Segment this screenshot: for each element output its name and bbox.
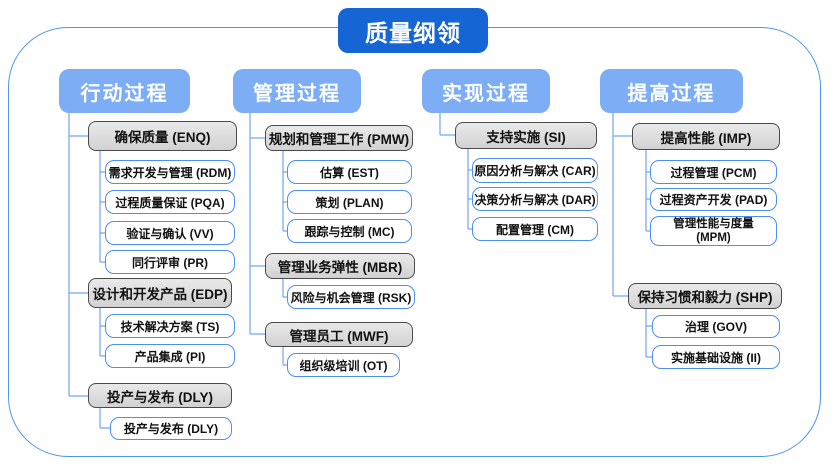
leaf-box-pr: 同行评审 (PR) (105, 250, 235, 274)
group-box-mbr: 管理业务弹性 (MBR) (265, 253, 415, 279)
group-box-si: 支持实施 (SI) (455, 122, 597, 149)
group-box-imp: 提高性能 (IMP) (632, 123, 780, 150)
column-header-improvement-process: 提高过程 (600, 69, 743, 113)
leaf-box-gov: 治理 (GOV) (652, 315, 780, 338)
leaf-box-pqa: 过程质量保证 (PQA) (105, 190, 235, 214)
leaf-box-pcm: 过程管理 (PCM) (650, 160, 777, 184)
leaf-box-car: 原因分析与解决 (CAR) (472, 158, 598, 183)
group-box-mwf: 管理员工 (MWF) (265, 322, 413, 347)
group-box-shp: 保持习惯和毅力 (SHP) (628, 283, 782, 309)
group-box-pmw: 规划和管理工作 (PMW) (265, 125, 413, 151)
leaf-box-pi: 产品集成 (PI) (105, 344, 235, 368)
leaf-box-mc: 跟踪与控制 (MC) (287, 219, 412, 243)
leaf-box-ot: 组织级培训 (OT) (287, 353, 400, 377)
leaf-box-dly: 投产与发布 (DLY) (110, 417, 232, 440)
group-box-edp: 设计和开发产品 (EDP) (88, 278, 232, 308)
leaf-box-rdm: 需求开发与管理 (RDM) (105, 160, 235, 184)
leaf-box-rsk: 风险与机会管理 (RSK) (287, 285, 415, 309)
leaf-box-pad: 过程资产开发 (PAD) (650, 188, 777, 211)
group-box-enq: 确保质量 (ENQ) (88, 121, 237, 151)
group-box-dly: 投产与发布 (DLY) (88, 383, 232, 408)
column-header-action-process: 行动过程 (59, 69, 190, 113)
leaf-box-cm: 配置管理 (CM) (472, 217, 598, 241)
leaf-box-mpm: 管理性能与度量 (MPM) (650, 216, 777, 246)
leaf-box-plan: 策划 (PLAN) (287, 190, 412, 214)
leaf-box-est: 估算 (EST) (287, 160, 412, 184)
leaf-box-ii: 实施基础设施 (II) (652, 345, 780, 369)
leaf-box-vv: 验证与确认 (VV) (105, 221, 235, 245)
diagram-title: 质量纲领 (338, 8, 488, 53)
leaf-box-ts: 技术解决方案 (TS) (105, 314, 235, 338)
column-header-implementation-process: 实现过程 (422, 69, 550, 113)
column-header-management-process: 管理过程 (233, 69, 361, 113)
leaf-box-dar: 决策分析与解决 (DAR) (472, 187, 598, 211)
